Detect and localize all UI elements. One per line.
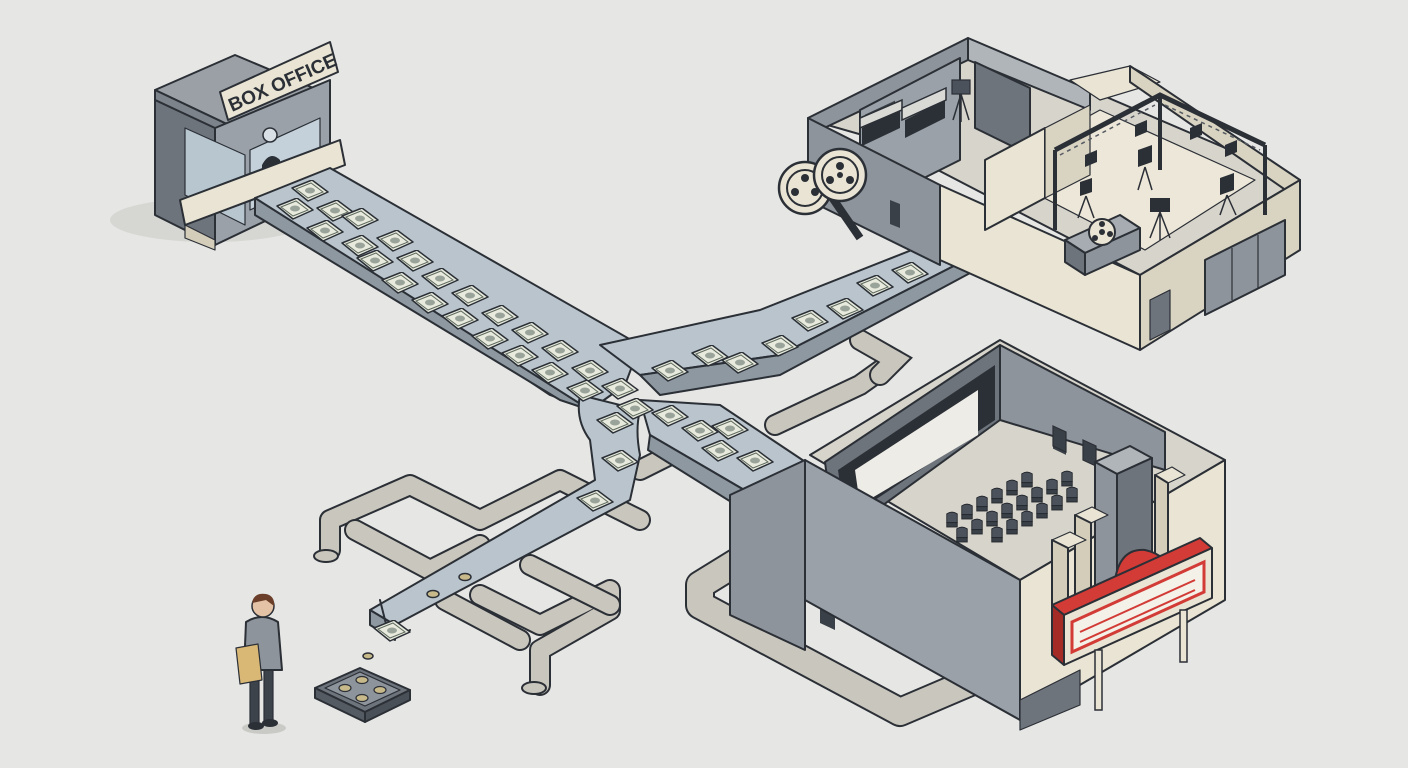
lighting-truss <box>1053 92 1267 230</box>
camera-icon <box>951 79 971 122</box>
movie-theater-building <box>729 339 1226 731</box>
marquee-sign <box>1051 537 1213 711</box>
studio-light-icon <box>1077 120 1237 219</box>
pipe-network <box>313 329 990 727</box>
clapperboard-icon <box>859 86 947 146</box>
camera-icon <box>1149 198 1171 240</box>
film-reel-icon <box>777 147 868 241</box>
film-studio-building <box>777 37 1301 351</box>
cash-bills <box>276 180 964 660</box>
film-reel-icon <box>1088 218 1116 246</box>
person-figure <box>235 593 286 734</box>
coin-tray <box>314 667 411 723</box>
